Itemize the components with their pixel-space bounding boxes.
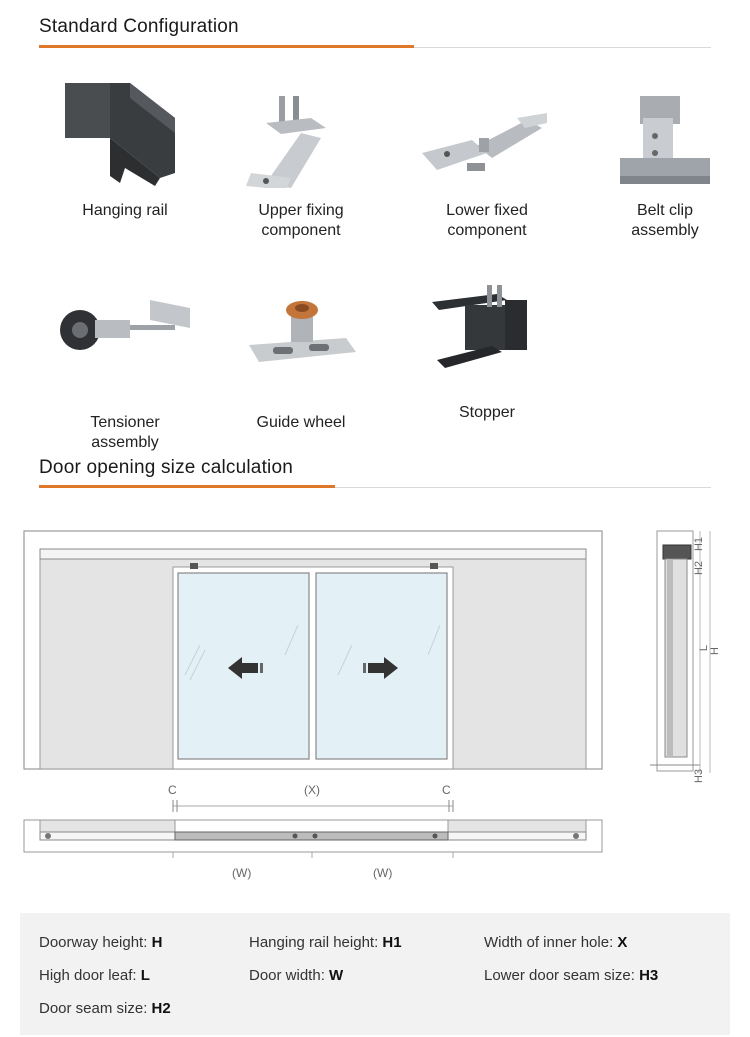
arrow-left-icon [228,657,258,679]
legend-door-seam: Door seam size: H2 [39,1000,171,1017]
legend-door-leaf-height: High door leaf: L [39,967,150,984]
dimension-w-left: (W) [232,866,252,880]
dimension-w-right: (W) [373,866,393,880]
component-lower-fixed: Lower fixed component [412,78,562,241]
section-accent-bar [39,45,414,48]
section-accent-bar [39,485,335,488]
section-divider [39,487,711,488]
guide-wheel-icon [249,301,356,362]
lower-fixed-component-icon [422,113,547,171]
component-guide-wheel: Guide wheel [226,290,376,433]
component-hanging-rail: Hanging rail [50,78,200,221]
side-section-diagram [650,530,711,773]
front-elevation-diagram [23,530,603,770]
legend-inner-hole-width: Width of inner hole: X [484,934,628,951]
dimension-c-right: C [442,783,451,797]
component-label: Guide wheel [256,414,346,431]
component-label: Stopper [458,404,516,421]
section-title-calculation: Door opening size calculation [39,457,294,478]
side-label-h3: H3 [693,768,706,784]
hanging-rail-icon [65,83,175,186]
component-stopper: Stopper [412,280,562,423]
belt-clip-assembly-icon [620,96,710,184]
side-label-h2: H2 [693,560,706,576]
dimension-x: (X) [304,783,320,797]
dimension-c-left: C [168,783,177,797]
component-label: Upper fixing component [258,202,344,239]
legend-door-width: Door width: W [249,967,344,984]
component-upper-fixing: Upper fixing component [226,78,376,241]
component-belt-clip: Belt clip assembly [590,78,740,241]
legend-lower-seam: Lower door seam size: H3 [484,967,659,984]
plan-view-diagram [23,800,603,858]
section-title-configuration: Standard Configuration [39,16,239,37]
component-tensioner: Tensioner assembly [50,290,200,453]
legend-panel [20,913,730,1035]
stopper-icon [432,285,527,368]
component-label: Belt clip assembly [631,202,699,239]
side-label-h: H [708,647,721,655]
component-label: Hanging rail [82,202,168,219]
legend-hanging-rail-height: Hanging rail height: H1 [249,934,402,951]
side-label-h1: H1 [693,536,706,552]
arrow-right-icon [368,657,398,679]
component-label: Tensioner assembly [90,414,160,451]
legend-doorway-height: Doorway height: H [39,934,163,951]
component-label: Lower fixed component [446,202,528,239]
tensioner-assembly-icon [60,300,190,350]
upper-fixing-component-icon [246,96,326,190]
